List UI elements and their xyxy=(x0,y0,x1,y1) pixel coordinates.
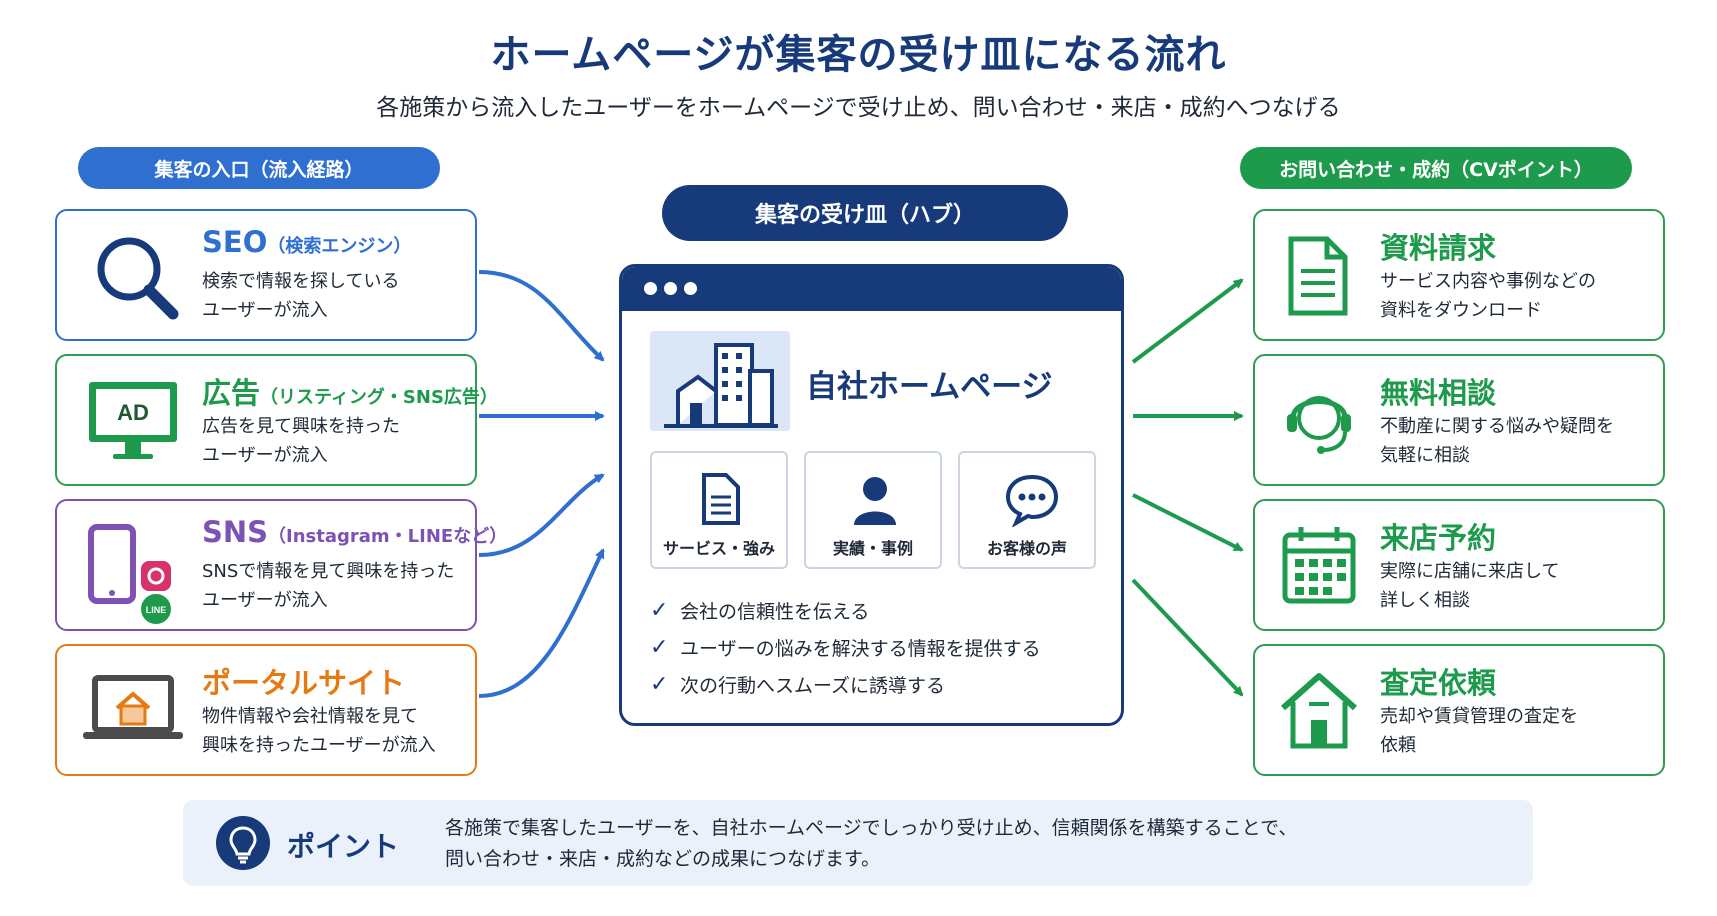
hub-check-item: ✓会社の信頼性を伝える xyxy=(650,598,870,623)
arrow-hub-to-document xyxy=(1131,278,1244,364)
document-icon xyxy=(702,473,740,525)
window-dot-icon xyxy=(684,282,697,295)
check-icon: ✓ xyxy=(650,672,669,697)
cv-desc: サービス内容や事例などの 資料をダウンロード xyxy=(1380,271,1596,321)
source-card-sns: LINE SNS（Instagram・LINEなど） SNSで情報を見て興味を持… xyxy=(55,499,507,631)
hub-name: 自社ホームページ xyxy=(806,369,1053,405)
cv-card-visit-reservation: 来店予約 実際に店舗に来店して 詳しく相談 xyxy=(1253,499,1665,631)
entry-section-label: 集客の入口（流入経路） xyxy=(78,147,440,189)
page-title: ホームページが集客の受け皿になる流れ xyxy=(490,32,1227,78)
cv-desc: 不動産に関する悩みや疑問を 気軽に相談 xyxy=(1380,416,1614,466)
hub-check-item: ✓ユーザーの悩みを解決する情報を提供する xyxy=(650,635,1041,660)
cv-desc: 売却や賃貸管理の査定を 依頼 xyxy=(1380,706,1578,756)
page-subtitle: 各施策から流入したユーザーをホームページで受け止め、問い合わせ・来店・成約へつな… xyxy=(376,95,1341,121)
source-title: 広告（リスティング・SNS広告） xyxy=(202,376,498,410)
cv-title: 査定依頼 xyxy=(1380,666,1497,700)
smartphone-icon: LINE xyxy=(81,519,191,624)
arrow-sns-to-hub xyxy=(478,473,605,557)
source-title: SNS（Instagram・LINEなど） xyxy=(202,515,508,549)
cv-title: 来店予約 xyxy=(1380,521,1497,555)
laptop-house-icon xyxy=(81,664,191,760)
source-title: ポータルサイト xyxy=(202,666,406,700)
hub-section-label: 集客の受け皿（ハブ） xyxy=(662,185,1068,241)
check-icon: ✓ xyxy=(650,635,669,660)
feature-label: 実績・事例 xyxy=(832,539,913,558)
point-label: ポイント xyxy=(287,830,400,863)
headset-operator-icon xyxy=(1279,378,1359,464)
cv-card-document-request: 資料請求 サービス内容や事例などの 資料をダウンロード xyxy=(1253,209,1665,341)
cv-card-free-consult: 無料相談 不動産に関する悩みや疑問を 気軽に相談 xyxy=(1253,354,1665,486)
arrow-hub-to-visit xyxy=(1132,493,1244,552)
feature-service: サービス・強み xyxy=(650,451,788,569)
source-card-ad: AD 広告（リスティング・SNS広告） 広告を見て興味を持った ユーザーが流入 xyxy=(55,354,498,486)
cv-title: 資料請求 xyxy=(1380,231,1497,265)
line-icon xyxy=(141,594,171,624)
house-icon xyxy=(1279,668,1359,754)
source-desc: 検索で情報を探している ユーザーが流入 xyxy=(202,271,400,321)
window-dot-icon xyxy=(644,282,657,295)
point-text: 各施策で集客したユーザーを、自社ホームページでしっかり受け止め、信頼関係を構築す… xyxy=(445,817,1298,870)
instagram-icon xyxy=(141,561,171,591)
hub-website-window: 自社ホームページ サービス・強み 実績・事例 お客様の声 ✓会社の信頼性を伝える… xyxy=(619,264,1124,726)
svg-text:AD: AD xyxy=(117,400,149,425)
source-desc: 広告を見て興味を持った ユーザーが流入 xyxy=(202,416,400,466)
arrow-seo-to-hub xyxy=(478,270,605,362)
ad-monitor-icon: AD xyxy=(81,374,191,470)
document-icon xyxy=(1279,233,1359,319)
lightbulb-icon xyxy=(216,816,270,870)
cv-card-appraisal-request: 査定依頼 売却や賃貸管理の査定を 依頼 xyxy=(1253,644,1665,776)
check-icon: ✓ xyxy=(650,598,669,623)
cv-title: 無料相談 xyxy=(1380,376,1497,410)
browser-title-bar xyxy=(622,267,1121,311)
speech-bubble-icon xyxy=(1005,474,1059,527)
feature-cases: 実績・事例 xyxy=(804,451,942,569)
building-icon xyxy=(650,331,790,431)
source-desc: SNSで情報を見て興味を持った ユーザーが流入 xyxy=(202,561,455,611)
calendar-icon xyxy=(1279,523,1359,609)
window-dot-icon xyxy=(664,282,677,295)
point-box: ポイント 各施策で集客したユーザーを、自社ホームページでしっかり受け止め、信頼関… xyxy=(183,800,1533,886)
source-title: SEO（検索エンジン） xyxy=(202,225,412,259)
person-icon xyxy=(854,477,896,525)
source-card-portal: ポータルサイト 物件情報や会社情報を見て 興味を持ったユーザーが流入 xyxy=(55,644,477,776)
svg-text:LINE: LINE xyxy=(146,605,167,615)
arrow-hub-to-appraisal xyxy=(1131,578,1244,697)
cv-desc: 実際に店舗に来店して 詳しく相談 xyxy=(1380,561,1560,611)
source-card-seo: SEO（検索エンジン） 検索で情報を探している ユーザーが流入 xyxy=(55,209,477,341)
feature-voices: お客様の声 xyxy=(958,451,1096,569)
feature-label: お客様の声 xyxy=(986,539,1067,558)
feature-label: サービス・強み xyxy=(662,539,775,558)
arrow-portal-to-hub xyxy=(478,548,605,698)
hub-check-item: ✓次の行動へスムーズに誘導する xyxy=(650,672,946,697)
magnifier-icon xyxy=(81,229,191,325)
cv-section-label: お問い合わせ・成約（CVポイント） xyxy=(1240,147,1632,189)
source-desc: 物件情報や会社情報を見て 興味を持ったユーザーが流入 xyxy=(202,706,436,756)
